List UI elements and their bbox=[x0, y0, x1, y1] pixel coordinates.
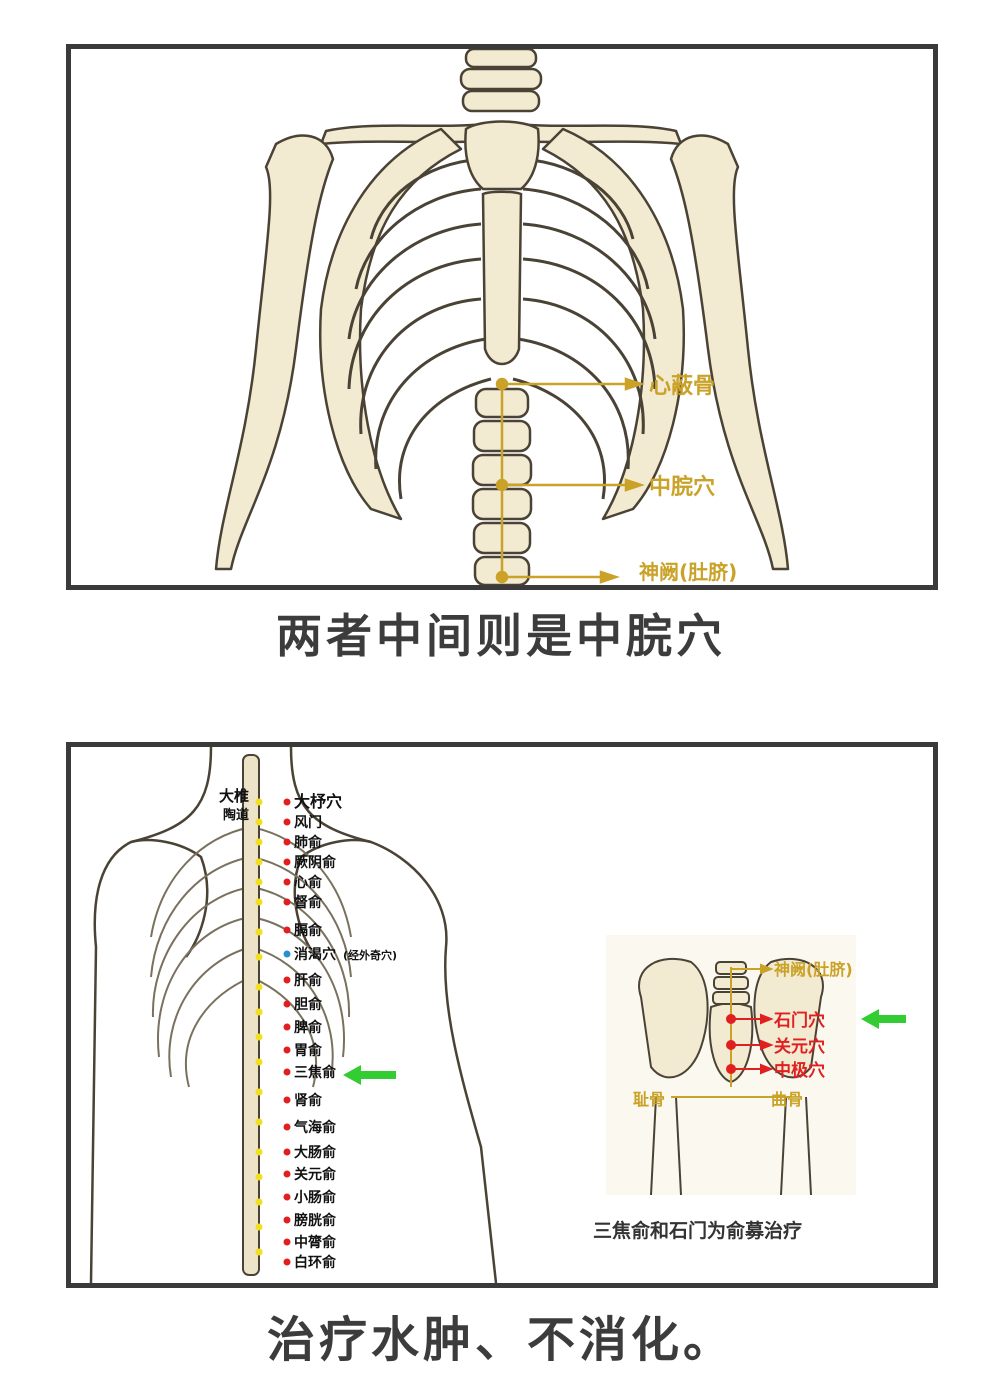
arrow-sanjiaoshu bbox=[343, 1065, 396, 1085]
acupoint-dot bbox=[283, 1123, 291, 1131]
acupoint-dot bbox=[283, 798, 291, 806]
acupoint-dot bbox=[283, 1216, 291, 1224]
acupoint-dot bbox=[283, 1238, 291, 1246]
acupoint-dot bbox=[283, 926, 291, 934]
pelvis-label-guanyuan: 关元穴 bbox=[774, 1036, 825, 1057]
arrow-shimen bbox=[861, 1009, 906, 1029]
acupoint-label: 膈俞 bbox=[293, 922, 323, 939]
acupoint-dot bbox=[283, 1170, 291, 1178]
acupoint-label: 中膂俞 bbox=[294, 1234, 337, 1251]
acupoint-label: 三焦俞 bbox=[294, 1064, 337, 1081]
acupoint-dot bbox=[283, 950, 291, 958]
acupoint-label: 厥阴俞 bbox=[294, 854, 337, 871]
acupoint-dot bbox=[283, 1193, 291, 1201]
point-taodao: 陶道 bbox=[223, 807, 249, 823]
acupoint-label: 膀胱俞 bbox=[293, 1212, 337, 1229]
caption-bottom: 治疗水肿、不消化。 bbox=[266, 1312, 735, 1368]
acupoint-dot bbox=[283, 1000, 291, 1008]
acupoint-label: 肾俞 bbox=[294, 1092, 323, 1109]
acupoint-dot bbox=[283, 1096, 291, 1104]
acupoint-dot bbox=[283, 1148, 291, 1156]
pelvis-label-zhigu: 耻骨 bbox=[633, 1090, 665, 1109]
acupoint-label: 督俞 bbox=[294, 894, 323, 911]
pelvis-label-qugu: 曲骨 bbox=[771, 1090, 803, 1109]
caption-top: 两者中间则是中脘穴 bbox=[276, 609, 726, 663]
acupoint-dot bbox=[283, 1046, 291, 1054]
acupoint-label: 关元俞 bbox=[294, 1166, 337, 1183]
skeleton-front-panel: 心蔽骨 中脘穴 神阙(肚脐) bbox=[66, 44, 938, 590]
acupoint-note: (经外奇穴) bbox=[343, 948, 397, 962]
acupoint-label: 大杼穴 bbox=[294, 792, 342, 811]
acupoint-label: 胆俞 bbox=[294, 996, 323, 1013]
acupoint-label: 胃俞 bbox=[294, 1042, 323, 1059]
acupoint-dot bbox=[283, 878, 291, 886]
acupoint-dot bbox=[283, 1023, 291, 1031]
acupoint-dot bbox=[283, 818, 291, 826]
back-acupoints-panel: 大椎 陶道 大杼穴风门肺俞厥阴俞心俞督俞膈俞消渴穴 (经外奇穴) 肝俞胆俞脾俞胃俞三… bbox=[66, 742, 938, 1288]
acupoint-dot bbox=[283, 1258, 291, 1266]
acupoint-dot bbox=[283, 1068, 291, 1076]
ribcage-illustration: 心蔽骨 中脘穴 神阙(肚脐) bbox=[214, 49, 790, 585]
pelvis-label-shimen: 石门穴 bbox=[773, 1010, 825, 1031]
acupoint-label: 大肠俞 bbox=[294, 1144, 337, 1161]
pelvis-inset: 神阙(肚脐) 石门穴 关元穴 中极穴 耻骨 曲骨 三焦俞和石门为俞募治疗 bbox=[593, 935, 906, 1242]
acupoint-dot bbox=[283, 858, 291, 866]
acupoint-label: 消渴穴 bbox=[294, 946, 336, 963]
inset-caption: 三焦俞和石门为俞募治疗 bbox=[593, 1219, 802, 1242]
pelvis-label-shenque: 神阙(肚脐) bbox=[774, 960, 853, 979]
acupoint-dot bbox=[283, 838, 291, 846]
pelvis-label-zhongji: 中极穴 bbox=[774, 1060, 825, 1081]
acupoint-label: 肝俞 bbox=[294, 972, 323, 989]
acupoint-label: 白环俞 bbox=[294, 1254, 337, 1271]
acupoint-dot bbox=[283, 976, 291, 984]
acupoint-label: 小肠俞 bbox=[294, 1189, 337, 1206]
acupoint-label: 肺俞 bbox=[294, 834, 323, 851]
acupoint-label: 风门 bbox=[294, 814, 322, 831]
point-dazhui: 大椎 bbox=[219, 787, 249, 805]
acupoint-label: 气海俞 bbox=[293, 1119, 337, 1136]
acupoint-dot bbox=[283, 898, 291, 906]
label-zhongwan: 中脘穴 bbox=[649, 474, 715, 500]
label-xinbigu: 心蔽骨 bbox=[649, 374, 715, 399]
label-shenque: 神阙(肚脐) bbox=[639, 560, 737, 584]
acupoint-label: 脾俞 bbox=[294, 1019, 323, 1036]
acupoint-label: 心俞 bbox=[294, 874, 323, 891]
